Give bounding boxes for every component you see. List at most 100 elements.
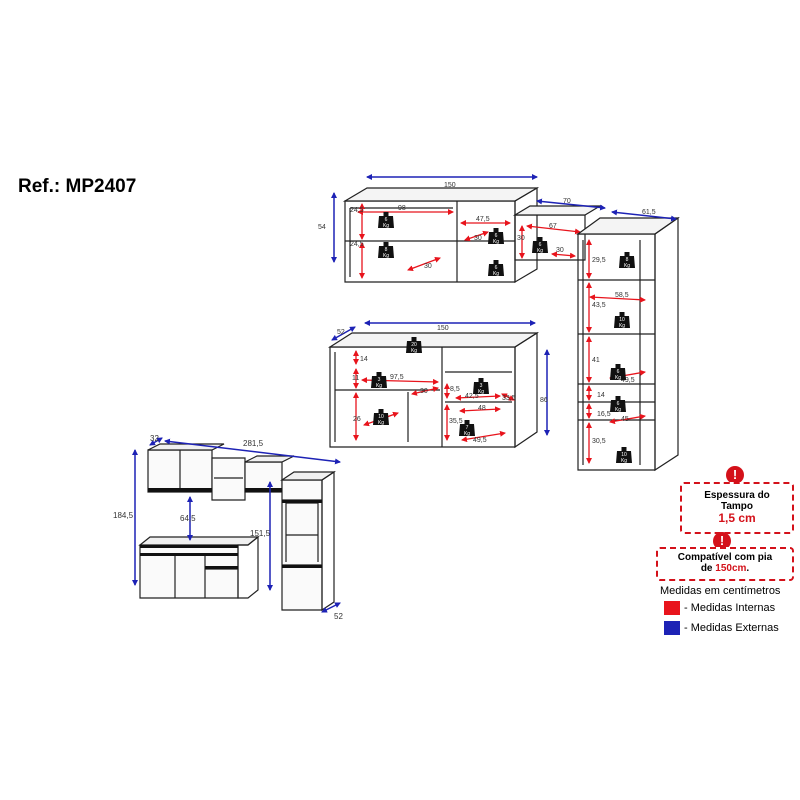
base-h2-label: 11 [352,375,359,382]
kitchen-width-arrow [164,438,341,465]
base-w4-arrow [459,406,501,414]
top-cabinet-depth-label: 30 [424,263,432,270]
kitchen-tower-label: 151,5 [250,529,271,538]
top-cabinet [342,186,540,284]
kitchen-width-label: 281,5 [243,439,264,448]
kitchen-depth-arrow [149,437,163,446]
legend-internal-swatch [664,601,680,615]
base-h5-label: 35,5 [449,418,463,425]
svg-text:6: 6 [495,233,498,239]
base-depth-arrow [331,326,356,341]
tall-w2-label: 49,5 [621,377,635,384]
sink-line2: de 150cm. [658,563,792,574]
top-cabinet-shelf2-label: 24,5 [350,241,364,248]
thickness-note: Espessura do Tampo 1,5 cm [680,482,794,534]
legend-external-label: - Medidas Externas [684,622,779,634]
svg-text:6: 6 [539,242,542,248]
svg-text:10: 10 [619,317,625,323]
sink-prefix: de [700,563,716,574]
svg-text:Kg: Kg [615,407,621,413]
base-h4-label: 8,5 [450,386,460,393]
legend-external: - Medidas Externas [664,621,798,635]
top-load-3: 6 Kg [488,228,504,245]
legend-internal: - Medidas Internas [664,601,798,615]
top-cabinet-depth2-label: 30 [474,235,482,242]
svg-text:Kg: Kg [624,263,630,269]
tall-load-1: 8 Kg [619,252,635,269]
base-depth-label: 52 [337,329,345,336]
legend-title: Medidas em centímetros [660,585,781,597]
top-cabinet-depth3-label: 30 [517,235,525,242]
svg-text:10: 10 [621,452,627,458]
base-top-load: 20 Kg [406,337,422,354]
svg-text:Kg: Kg [411,348,417,354]
svg-text:Kg: Kg [383,223,389,229]
base-w6-label: 33,5 [502,395,516,402]
svg-text:8: 8 [626,257,629,263]
tall-h1-label: 29,5 [592,257,606,264]
corner-width-arrow [536,198,606,211]
svg-text:Kg: Kg [493,271,499,277]
sink-line1: Compatível com pia [677,552,773,563]
svg-text:7: 7 [466,425,469,431]
base-h3-label: 26 [353,416,361,423]
legend: Medidas em centímetros - Medidas Interna… [648,585,798,641]
kitchen-depth2-arrow [321,602,341,613]
legend-external-swatch [664,621,680,635]
base-w3-label: 42,5 [465,393,479,400]
base-w3-arrow [455,393,501,401]
svg-text:6: 6 [385,217,388,223]
full-kitchen [138,443,336,612]
base-load-3: 10 Kg [373,409,389,426]
sink-value: 150cm [715,563,747,574]
svg-text:3: 3 [480,383,483,389]
top-cabinet-depth-arrow [407,256,441,272]
tall-h2-label: 43,5 [592,302,606,309]
svg-text:Kg: Kg [621,458,627,464]
svg-text:Kg: Kg [383,253,389,259]
svg-text:3: 3 [378,377,381,383]
corner-load: 6 Kg [532,237,548,254]
thickness-line1: Espessura do [704,490,770,501]
sink-suffix: . [746,563,750,574]
tall-w3-arrow [609,413,646,425]
base-w2-arrow [411,386,439,396]
base-load-4: 7 Kg [459,420,475,437]
top-cabinet-inner-width2-label: 47,5 [476,216,490,223]
svg-text:10: 10 [378,414,384,420]
tall-h5-label: 16,5 [597,411,611,418]
warning-icon: ! [713,532,731,550]
warning-icon: ! [726,466,744,484]
top-cabinet-shelf1-label: 24,5 [350,207,364,214]
tall-load-2: 10 Kg [614,312,630,329]
base-w6-arrow [501,393,515,401]
kitchen-dark-details [140,488,322,569]
svg-text:Kg: Kg [376,383,382,389]
sink-note: Compatível com pia de 150cm. [656,547,794,581]
svg-text:Kg: Kg [464,431,470,437]
tall-load-3: 6 Kg [610,364,626,381]
tall-w1-arrow [589,294,646,303]
svg-text:Kg: Kg [378,420,384,426]
base-w4-label: 48 [478,405,486,412]
top-load-1: 6 Kg [378,212,394,229]
base-w2-label: 30 [420,388,428,395]
tall-w1-label: 58,5 [615,292,629,299]
tall-depth-arrow [611,209,677,222]
svg-text:6: 6 [617,401,620,407]
reference-code: Ref.: MP2407 [18,176,137,197]
base-load-2: 3 Kg [473,378,489,395]
svg-text:Kg: Kg [615,375,621,381]
tall-w3-label: 45 [621,416,629,423]
thickness-value: 1,5 cm [718,511,756,525]
kitchen-depth2-label: 52 [334,612,343,621]
base-w5-arrow [461,430,506,443]
top-cabinet-height-label: 54 [318,224,326,231]
svg-text:Kg: Kg [619,323,625,329]
kitchen-gap-label: 64,5 [180,514,196,523]
top-cabinet-width-label: 150 [444,182,456,189]
base-load-1: 3 Kg [371,372,387,389]
base-width-label: 150 [437,325,449,332]
top-cabinet-inner-width-label: 98 [398,205,406,212]
base-height-label: 86 [540,397,548,404]
